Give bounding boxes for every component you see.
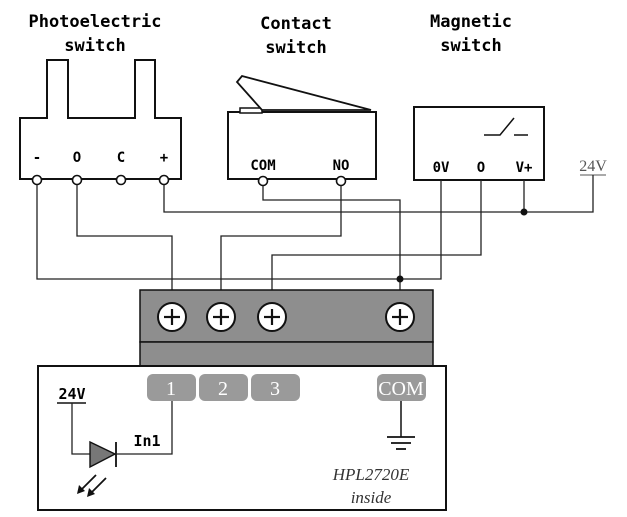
photoelectric-terminal-c [115, 174, 127, 186]
photoelectric-terminal-plus [158, 174, 170, 186]
wire-contact-com [262, 181, 401, 312]
wire-magnetic-output-input3 [271, 180, 482, 312]
input-3-label: 3 [270, 378, 280, 400]
contact-terminal-com [257, 175, 269, 187]
screw-terminal-2 [206, 302, 236, 332]
photoelectric-title: Photoelectric [28, 12, 161, 32]
magnetic-terminal-0v-label: 0V [433, 160, 450, 176]
contact-terminal-com-label: COM [250, 158, 275, 174]
contact-title: Contact [260, 14, 332, 34]
chip-inside-label: inside [351, 488, 392, 507]
magnetic-switch-body [413, 106, 545, 181]
photoelectric-switch-body [19, 59, 182, 180]
contact-switch-body [227, 111, 377, 180]
magnetic-title: Magnetic [430, 12, 512, 32]
input-1-label: 1 [166, 378, 176, 400]
input-3-pill [251, 374, 300, 401]
photoelectric-terminal-o-label: O [73, 150, 81, 166]
photoelectric-terminal-o [71, 174, 83, 186]
input-2-pill [199, 374, 248, 401]
wire-photo-output-input1 [76, 180, 173, 312]
com-pill [377, 374, 426, 401]
contact-switch-lever [235, 74, 372, 111]
magnetic-terminal-vplus-label: V+ [516, 160, 533, 176]
junction-com [396, 275, 404, 283]
module-24v-label: 24V [58, 385, 85, 403]
wire-photo-minus-com [36, 180, 442, 280]
terminal-block-bottom [139, 341, 434, 367]
input-1-pill [147, 374, 196, 401]
in1-label: In1 [133, 432, 160, 450]
wire-contact-no-input2 [220, 181, 342, 312]
com-label: COM [378, 378, 424, 400]
wire-internal-24v-led [71, 403, 90, 455]
input-2-label: 2 [218, 378, 228, 400]
supply-24v-label: 24V [579, 158, 607, 175]
led-triangle [89, 440, 117, 469]
screw-terminal-1 [157, 302, 187, 332]
contact-switch-button [239, 107, 263, 114]
contact-title-2: switch [265, 38, 326, 58]
photoelectric-terminal-minus-label: - [33, 150, 41, 166]
photoelectric-terminal-c-label: C [117, 150, 125, 166]
contact-terminal-no-label: NO [333, 158, 350, 174]
junction-24v [520, 208, 528, 216]
photoelectric-terminal-minus [31, 174, 43, 186]
photoelectric-terminal-plus-label: + [160, 150, 168, 166]
chip-model-label: HPL2720E [332, 465, 410, 484]
magnetic-terminal-o-label: O [477, 160, 485, 176]
ground-icon [387, 401, 415, 450]
magnetic-title-2: switch [440, 36, 501, 56]
screw-terminal-com [385, 302, 415, 332]
contact-terminal-no [335, 175, 347, 187]
screw-terminal-3 [257, 302, 287, 332]
wire-led-input1 [116, 401, 173, 455]
wire-photo-plus-24v [163, 175, 594, 213]
photoelectric-title-2: switch [64, 36, 125, 56]
reed-contact-icon [484, 117, 528, 136]
light-emission-icon [77, 474, 107, 497]
